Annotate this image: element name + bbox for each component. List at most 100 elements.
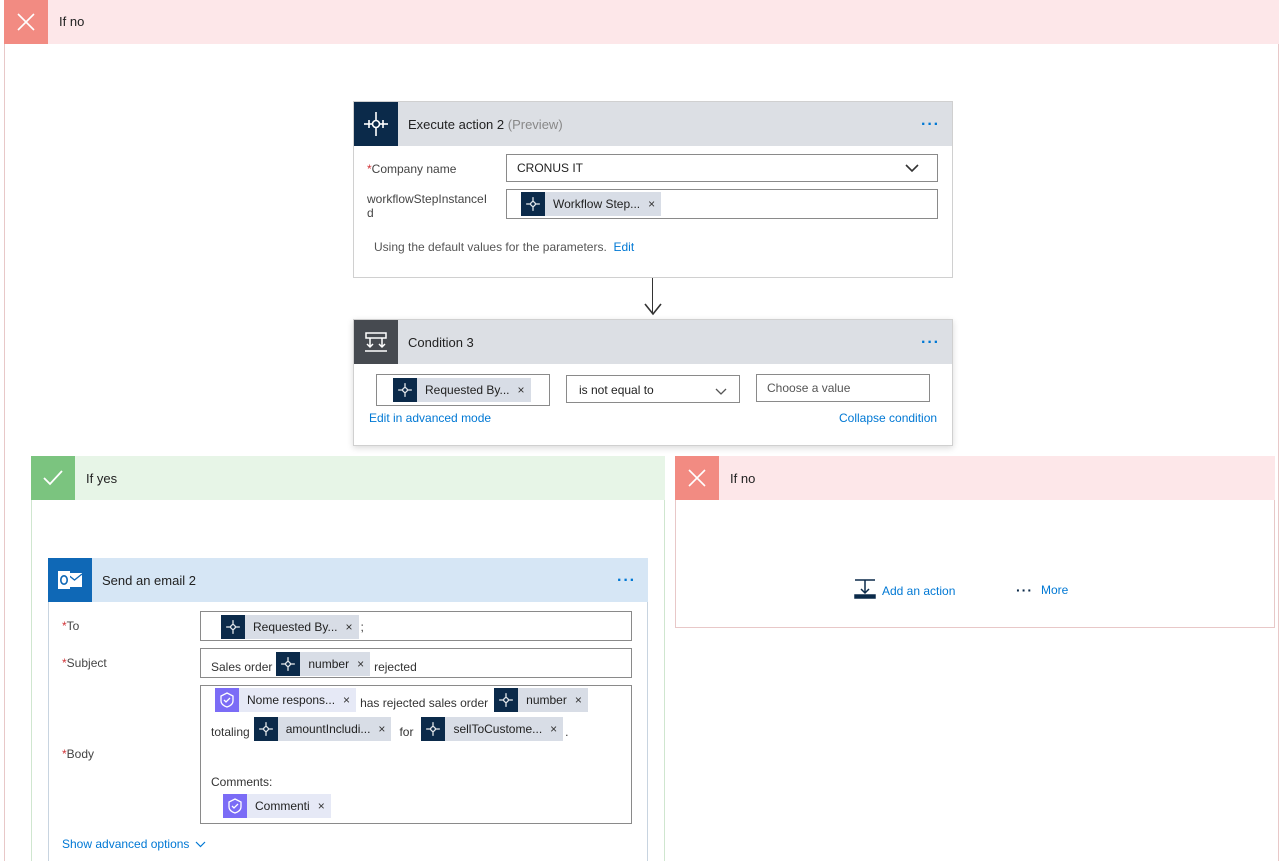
- nome-responsabile-token[interactable]: Nome respons... ×: [215, 688, 357, 712]
- remove-token-button[interactable]: ×: [574, 693, 582, 707]
- body-comments-label: Comments:: [211, 775, 273, 789]
- business-central-icon: [253, 717, 278, 741]
- body-token5-label: Commenti: [255, 799, 310, 813]
- chevron-down-icon: [715, 385, 727, 399]
- body-text3: for: [399, 725, 414, 739]
- condition-value-input[interactable]: Choose a value: [756, 374, 930, 402]
- collapse-condition-link[interactable]: Collapse condition: [839, 411, 938, 425]
- body-text4: .: [565, 725, 569, 739]
- remove-token-button[interactable]: ×: [345, 620, 353, 634]
- company-name-value: CRONUS IT: [517, 161, 583, 175]
- condition-left-operand[interactable]: Requested By... ×: [376, 374, 550, 406]
- condition-menu-button[interactable]: ···: [921, 334, 940, 351]
- body-token2-label: number: [526, 693, 567, 707]
- execute-action-card: Execute action 2 (Preview) ··· *Company …: [353, 101, 953, 278]
- edit-advanced-mode-link[interactable]: Edit in advanced mode: [369, 411, 492, 425]
- operator-select[interactable]: is not equal to: [566, 375, 740, 403]
- more-button[interactable]: ··· More: [1016, 582, 1068, 598]
- arrow-down-icon: [643, 302, 663, 319]
- workflow-step-token-label: Workflow Step...: [553, 197, 641, 211]
- outlook-icon: [48, 558, 92, 602]
- remove-token-button[interactable]: ×: [317, 799, 325, 813]
- business-central-icon: [521, 192, 545, 216]
- if-no-header[interactable]: [675, 456, 1275, 500]
- close-icon: [4, 0, 48, 44]
- condition-header[interactable]: Condition 3 ···: [354, 320, 952, 364]
- to-input[interactable]: Requested By... × ;: [200, 611, 632, 641]
- flow-connector-line: [652, 278, 653, 314]
- condition-card: Condition 3 ··· Requested By... × is not…: [353, 319, 953, 446]
- approval-icon: [223, 794, 247, 818]
- remove-token-button[interactable]: ×: [550, 722, 558, 736]
- operator-value: is not equal to: [579, 383, 654, 397]
- body-text1: has rejected sales order: [360, 696, 489, 710]
- send-email-title: Send an email 2: [102, 572, 196, 588]
- chevron-down-icon: [905, 162, 919, 176]
- add-action-label: Add an action: [882, 583, 956, 598]
- body-label: *Body: [62, 747, 95, 761]
- outer-no-header[interactable]: [4, 0, 1279, 44]
- send-email-menu-button[interactable]: ···: [617, 572, 636, 589]
- body-input[interactable]: Nome respons... × has rejected sales ord…: [200, 685, 632, 824]
- body-number-token[interactable]: number ×: [494, 688, 588, 712]
- show-advanced-options-link[interactable]: Show advanced options: [62, 837, 206, 851]
- subject-number-token[interactable]: number ×: [276, 652, 371, 676]
- workflow-step-token[interactable]: Workflow Step... ×: [521, 192, 662, 216]
- to-suffix: ;: [360, 620, 364, 634]
- subject-label: *Subject: [62, 656, 107, 670]
- send-email-header[interactable]: Send an email 2 ···: [48, 558, 648, 602]
- close-icon: [675, 456, 719, 500]
- company-name-label: *Company name: [367, 162, 457, 176]
- subject-suffix: rejected: [374, 660, 417, 674]
- if-no-label: If no: [730, 471, 756, 486]
- remove-token-button[interactable]: ×: [648, 197, 656, 211]
- body-text2: totaling: [211, 725, 250, 739]
- if-yes-header[interactable]: [31, 456, 665, 500]
- remove-token-button[interactable]: ×: [517, 383, 525, 397]
- business-central-icon: [393, 378, 417, 402]
- approval-icon: [215, 688, 239, 712]
- execute-action-menu-button[interactable]: ···: [921, 116, 940, 133]
- business-central-icon: [494, 688, 519, 712]
- condition-icon: [354, 320, 398, 364]
- check-icon: [31, 456, 75, 500]
- body-token1-label: Nome respons...: [247, 693, 336, 707]
- body-token4-label: sellToCustome...: [453, 722, 543, 736]
- to-token-label: Requested By...: [253, 620, 338, 634]
- condition-title: Condition 3: [408, 334, 474, 350]
- chevron-down-icon: [195, 837, 206, 851]
- add-action-button[interactable]: Add an action: [854, 579, 955, 602]
- to-requested-by-token[interactable]: Requested By... ×: [221, 615, 359, 639]
- business-central-icon: [421, 717, 446, 741]
- more-dots-icon: ···: [1016, 582, 1033, 598]
- add-action-icon: [854, 579, 876, 602]
- execute-action-title: Execute action 2 (Preview): [408, 116, 563, 132]
- body-token3-label: amountIncludi...: [285, 722, 371, 736]
- remove-token-button[interactable]: ×: [357, 657, 365, 671]
- business-central-icon: [221, 615, 245, 639]
- execute-action-header[interactable]: Execute action 2 (Preview) ···: [354, 102, 952, 146]
- to-label: *To: [62, 619, 80, 633]
- requested-by-token-label: Requested By...: [425, 383, 510, 397]
- workflow-step-input[interactable]: Workflow Step... ×: [506, 189, 938, 219]
- subject-input[interactable]: Sales order number × rejected: [200, 648, 632, 678]
- show-advanced-label: Show advanced options: [62, 837, 190, 851]
- condition-value-placeholder: Choose a value: [767, 381, 851, 395]
- subject-token-label: number: [308, 657, 350, 671]
- edit-link[interactable]: Edit: [613, 240, 635, 254]
- amount-including-token[interactable]: amountIncludi... ×: [253, 717, 392, 741]
- more-label: More: [1041, 583, 1069, 597]
- if-yes-label: If yes: [86, 471, 118, 486]
- company-name-select[interactable]: CRONUS IT: [506, 154, 938, 182]
- remove-token-button[interactable]: ×: [343, 693, 351, 707]
- requested-by-token[interactable]: Requested By... ×: [393, 378, 531, 402]
- business-central-icon: [276, 652, 301, 676]
- defaults-text: Using the default values for the paramet…: [374, 240, 635, 254]
- outer-no-label: If no: [59, 14, 85, 29]
- sell-to-customer-token[interactable]: sellToCustome... ×: [421, 717, 564, 741]
- business-central-icon: [354, 102, 398, 146]
- commenti-token[interactable]: Commenti ×: [223, 794, 331, 818]
- subject-prefix: Sales order: [211, 660, 273, 674]
- remove-token-button[interactable]: ×: [378, 722, 386, 736]
